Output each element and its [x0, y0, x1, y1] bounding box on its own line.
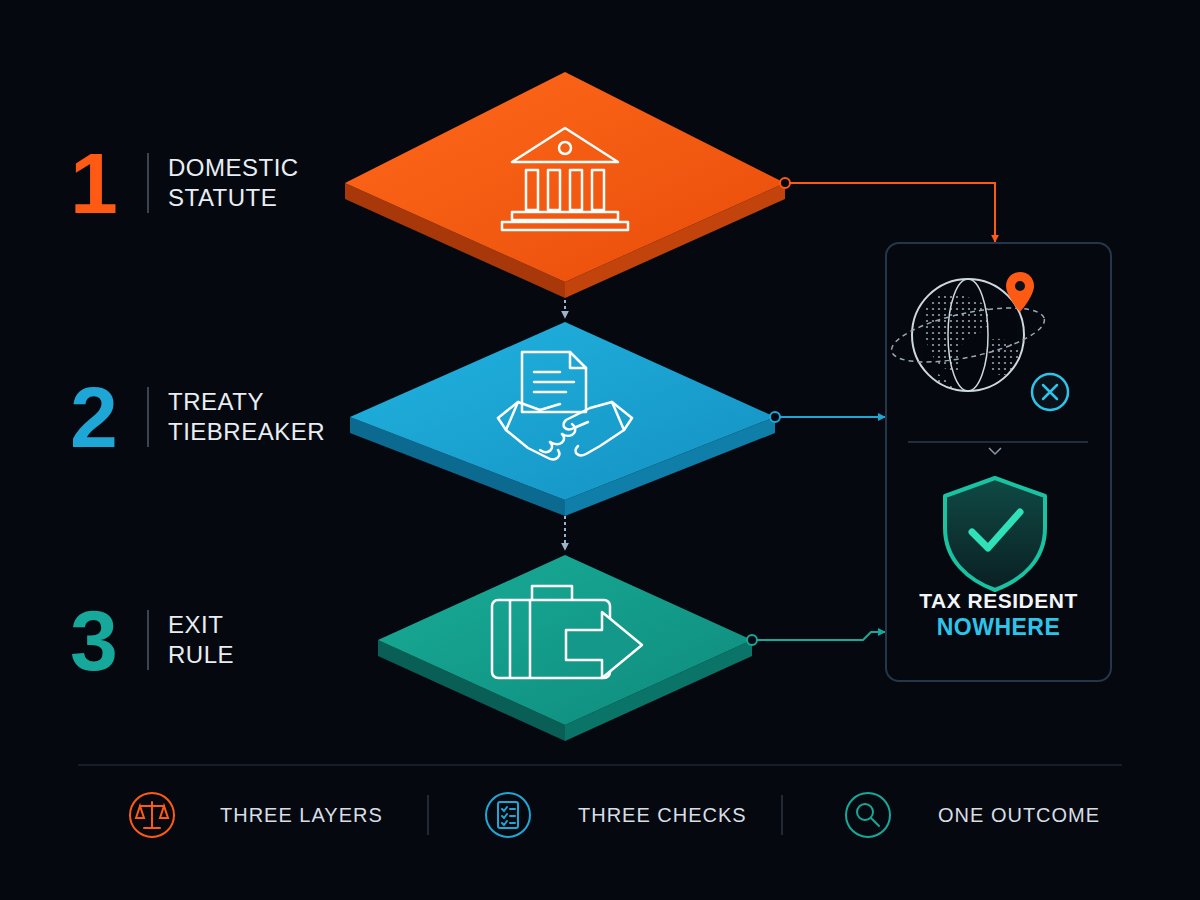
- step-number: 2: [70, 374, 118, 460]
- exit-icon: [492, 586, 642, 678]
- connector-arrow: [564, 516, 566, 550]
- connector-dot: [780, 178, 790, 188]
- checklist-icon: [486, 793, 530, 837]
- step-number: 3: [70, 597, 118, 683]
- connector-arrow: [564, 300, 566, 318]
- connector-arrow: [785, 183, 995, 242]
- treaty-icon: [498, 352, 632, 459]
- outcome-panel: TAX RESIDENTNOWHERE: [885, 242, 1112, 682]
- layer-step: 3 EXIT RULE: [60, 550, 752, 745]
- divider: [147, 387, 149, 447]
- panel-divider: [908, 442, 1088, 454]
- footer-label: ONE OUTCOME: [938, 805, 1100, 825]
- divider: [147, 610, 149, 670]
- footer-divider: [781, 795, 783, 835]
- location-pin: [1006, 272, 1034, 312]
- footer-label: THREE CHECKS: [578, 805, 747, 825]
- layer-diamond: [345, 72, 785, 298]
- x-badge: [1032, 374, 1068, 410]
- connector-arrow: [775, 416, 885, 418]
- step-label: DOMESTIC STATUTE: [168, 153, 299, 213]
- divider: [147, 153, 149, 213]
- outcome-highlight: NOWHERE: [937, 614, 1061, 642]
- layer-step: 1 DOMESTIC STATUTE: [60, 70, 785, 300]
- bank-icon: [502, 128, 628, 230]
- step-label: EXIT RULE: [168, 610, 234, 670]
- layer-diamond: [378, 555, 752, 741]
- footer-label: THREE LAYERS: [220, 805, 383, 825]
- footer-divider: [427, 795, 429, 835]
- scales-icon: [130, 793, 174, 837]
- connector-dot: [747, 635, 757, 645]
- shield-icon: [945, 478, 1045, 590]
- magnifier-icon: [846, 793, 890, 837]
- layer-step: 2 TREATY TIEBREAKER: [60, 318, 775, 516]
- connector-arrow: [752, 632, 885, 640]
- layer-diamond: [350, 322, 775, 516]
- step-number: 1: [70, 140, 118, 226]
- connector-dot: [770, 412, 780, 422]
- outcome-heading: TAX RESIDENT: [919, 588, 1077, 614]
- step-label: TREATY TIEBREAKER: [168, 387, 325, 447]
- pin-hole: [1015, 281, 1025, 291]
- footer-rule: [78, 764, 1122, 766]
